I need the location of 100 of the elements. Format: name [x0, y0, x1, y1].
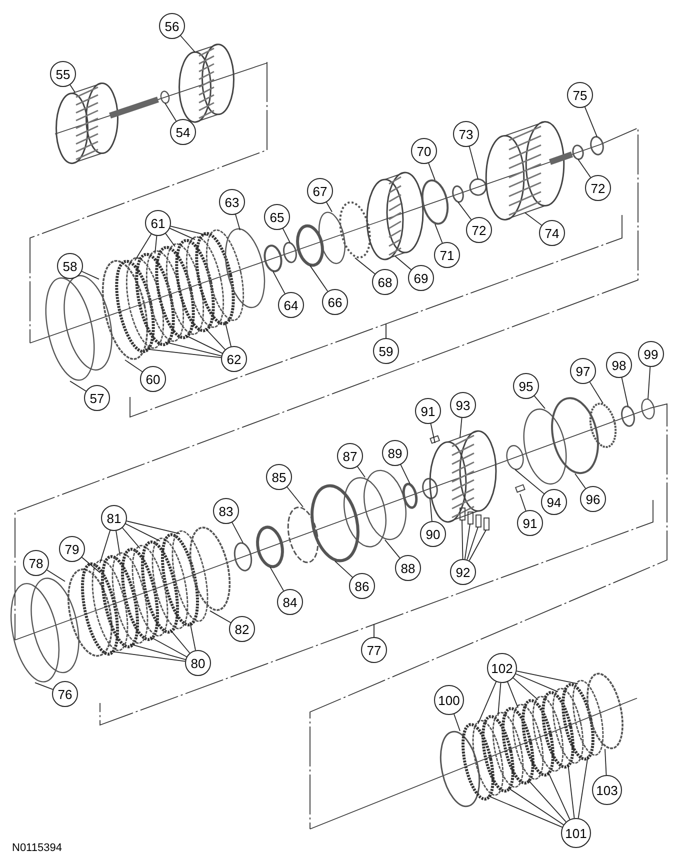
callout-number: 60	[140, 366, 166, 392]
leader-line	[548, 771, 570, 820]
callout-number: 68	[372, 269, 398, 295]
callout-number: 100	[434, 685, 464, 715]
callout-number: 88	[395, 555, 421, 581]
leader-line	[434, 224, 443, 244]
callout-number: 86	[349, 573, 375, 599]
leader-line	[508, 787, 564, 826]
callout-number: 82	[229, 616, 255, 642]
callout-number: 69	[408, 265, 434, 291]
leader-line	[134, 234, 152, 261]
leader-line	[621, 377, 628, 407]
leader-line	[578, 158, 592, 178]
callout-number: 76	[52, 681, 78, 707]
leader-line	[354, 257, 376, 274]
leader-line	[394, 256, 412, 270]
callout-number: 61	[145, 210, 171, 236]
leader-line	[458, 202, 472, 220]
leader-line	[584, 106, 598, 138]
leader-line	[210, 610, 232, 624]
figure-code: N0115394	[12, 841, 62, 856]
leader-line	[604, 748, 607, 776]
leader-line	[648, 366, 651, 400]
leader-line	[165, 233, 176, 247]
callout-number: 70	[411, 138, 437, 164]
leader-line	[124, 360, 143, 372]
callout-number: 90	[420, 521, 446, 547]
leader-line	[154, 236, 158, 254]
leader-line	[528, 779, 566, 822]
leader-line	[357, 466, 366, 478]
leader-line	[286, 486, 304, 508]
leader-line	[224, 320, 232, 347]
callout-number: 102	[487, 653, 517, 683]
callout-number: 78	[23, 550, 49, 576]
leader-line	[460, 418, 462, 438]
leader-line	[384, 540, 400, 558]
leader-line	[428, 162, 436, 180]
leader-line	[478, 681, 497, 724]
callout-number: 77	[361, 637, 387, 663]
leader-line	[126, 520, 180, 534]
callout-number: 97	[570, 358, 596, 384]
callout-number: 57	[84, 385, 110, 411]
callout-number: 80	[185, 650, 211, 676]
leader-line	[235, 214, 240, 231]
leader-line	[130, 644, 186, 660]
leader-line	[180, 35, 196, 53]
leader-line	[169, 228, 196, 240]
leader-line	[516, 670, 578, 684]
callout-number: 63	[219, 189, 245, 215]
leader-line	[326, 202, 332, 212]
callout-number: 72	[585, 175, 611, 201]
leader-line	[507, 681, 518, 708]
leader-line	[184, 334, 223, 354]
leader-line	[498, 682, 502, 716]
leader-line	[468, 146, 478, 180]
leader-line	[46, 570, 66, 582]
callout-number: 59	[373, 338, 399, 364]
leader-line	[534, 396, 546, 409]
callout-number: 91	[415, 398, 441, 424]
callout-number: 85	[266, 464, 292, 490]
leader-line	[122, 527, 140, 549]
callout-number: 94	[541, 489, 567, 515]
leader-line	[164, 102, 177, 122]
leader-line	[568, 763, 575, 819]
leader-line	[272, 270, 286, 294]
callout-number: 55	[50, 61, 76, 87]
callout-number: 96	[580, 486, 606, 512]
callout-number: 62	[221, 346, 247, 372]
leader-line	[488, 795, 563, 828]
callout-number: 83	[213, 498, 239, 524]
callout-number: 73	[453, 121, 479, 147]
leader-line	[81, 556, 100, 574]
leader-line	[125, 523, 160, 542]
leader-line	[110, 650, 186, 662]
callout-number: 93	[450, 392, 476, 418]
callout-number: 58	[57, 253, 83, 279]
leader-line	[170, 628, 190, 654]
leader-line	[204, 328, 226, 350]
callout-number: 84	[277, 589, 303, 615]
leader-line	[150, 636, 188, 658]
leader-line	[270, 566, 284, 592]
leader-line	[116, 530, 120, 556]
callout-number: 67	[307, 178, 333, 204]
callout-number: 95	[513, 373, 539, 399]
callout-number: 71	[434, 242, 460, 268]
leader-line	[100, 530, 111, 564]
leader-line	[144, 348, 222, 358]
callout-number: 74	[539, 220, 565, 246]
leader-line	[589, 382, 604, 404]
callout-number: 54	[170, 119, 196, 145]
callout-number: 101	[561, 818, 591, 848]
callout-number: 65	[264, 204, 290, 230]
callout-number: 91	[517, 510, 543, 536]
leader-line	[454, 714, 460, 732]
leader-line	[164, 342, 222, 356]
callout-number: 56	[159, 13, 185, 39]
callout-number: 64	[278, 292, 304, 318]
callout-number: 89	[382, 440, 408, 466]
leader-line	[334, 560, 353, 578]
leader-line	[430, 423, 436, 444]
